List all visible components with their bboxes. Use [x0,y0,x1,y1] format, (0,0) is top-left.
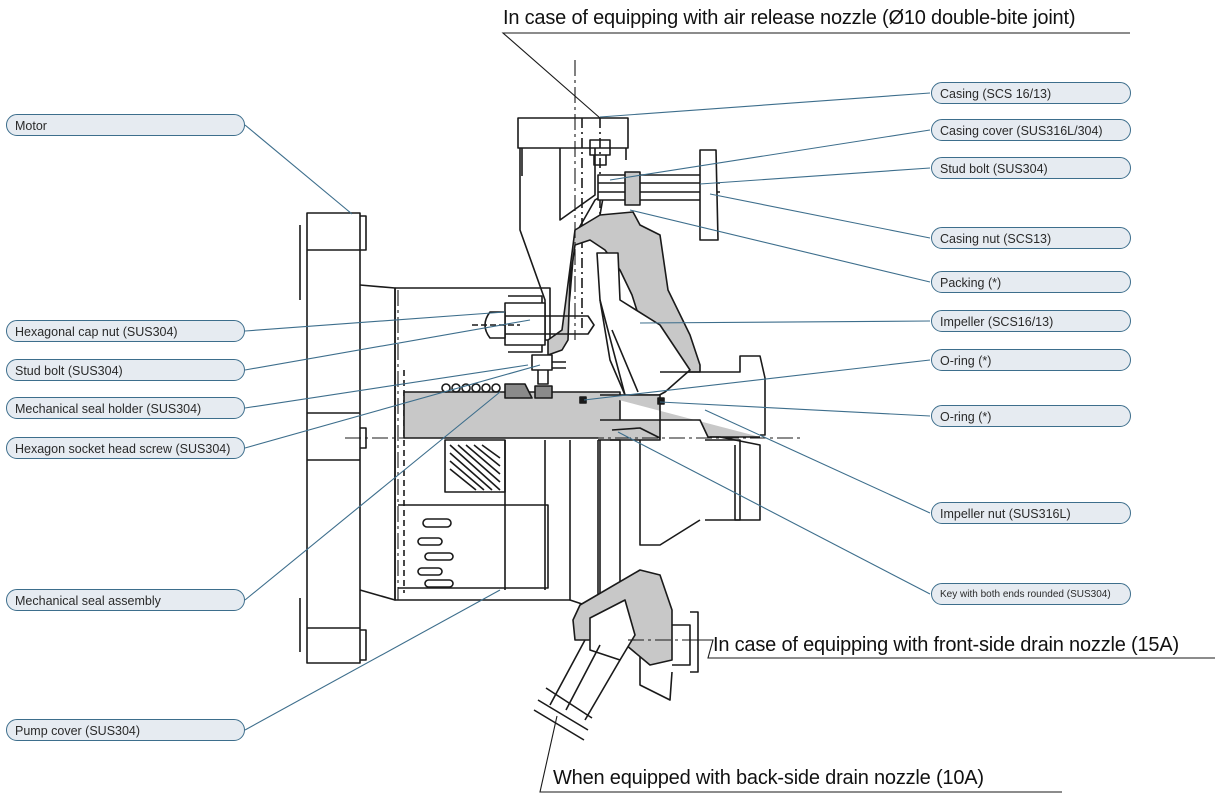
label-key-rounded-ends: Key with both ends rounded (SUS304) [931,583,1131,605]
motor-adapter [359,284,570,601]
note-air-release-nozzle: In case of equipping with air release no… [503,7,1076,29]
label-mechanical-seal-holder: Mechanical seal holder (SUS304) [6,397,245,419]
casing-body [517,117,700,341]
label-o-ring-1: O-ring (*) [931,349,1131,371]
casing-lower [597,355,766,701]
label-casing-cover: Casing cover (SUS316L/304) [931,119,1131,141]
note-back-drain-nozzle: When equipped with back-side drain nozzl… [553,767,984,789]
stud-bolt-right [597,149,720,241]
label-impeller-nut: Impeller nut (SUS316L) [931,502,1131,524]
note-front-drain-nozzle: In case of equipping with front-side dra… [713,634,1179,656]
drain-nozzles [533,569,699,741]
label-hexagon-socket-head-screw: Hexagon socket head screw (SUS304) [6,437,245,459]
leader-lines [244,92,931,731]
note-leader-lines [501,32,1215,793]
label-hexagonal-cap-nut: Hexagonal cap nut (SUS304) [6,320,245,342]
hex-socket-screw [531,354,566,371]
label-impeller: Impeller (SCS16/13) [931,310,1131,332]
hex-cap-nut-left [472,295,595,353]
label-mechanical-seal-assembly: Mechanical seal assembly [6,589,245,611]
label-o-ring-2: O-ring (*) [931,405,1131,427]
label-casing-nut: Casing nut (SCS13) [931,227,1131,249]
label-casing: Casing (SCS 16/13) [931,82,1131,104]
label-pump-cover: Pump cover (SUS304) [6,719,245,741]
label-stud-bolt-right: Stud bolt (SUS304) [931,157,1131,179]
label-packing: Packing (*) [931,271,1131,293]
label-motor: Motor [6,114,245,136]
impeller-shape [596,252,691,401]
label-stud-bolt-left: Stud bolt (SUS304) [6,359,245,381]
